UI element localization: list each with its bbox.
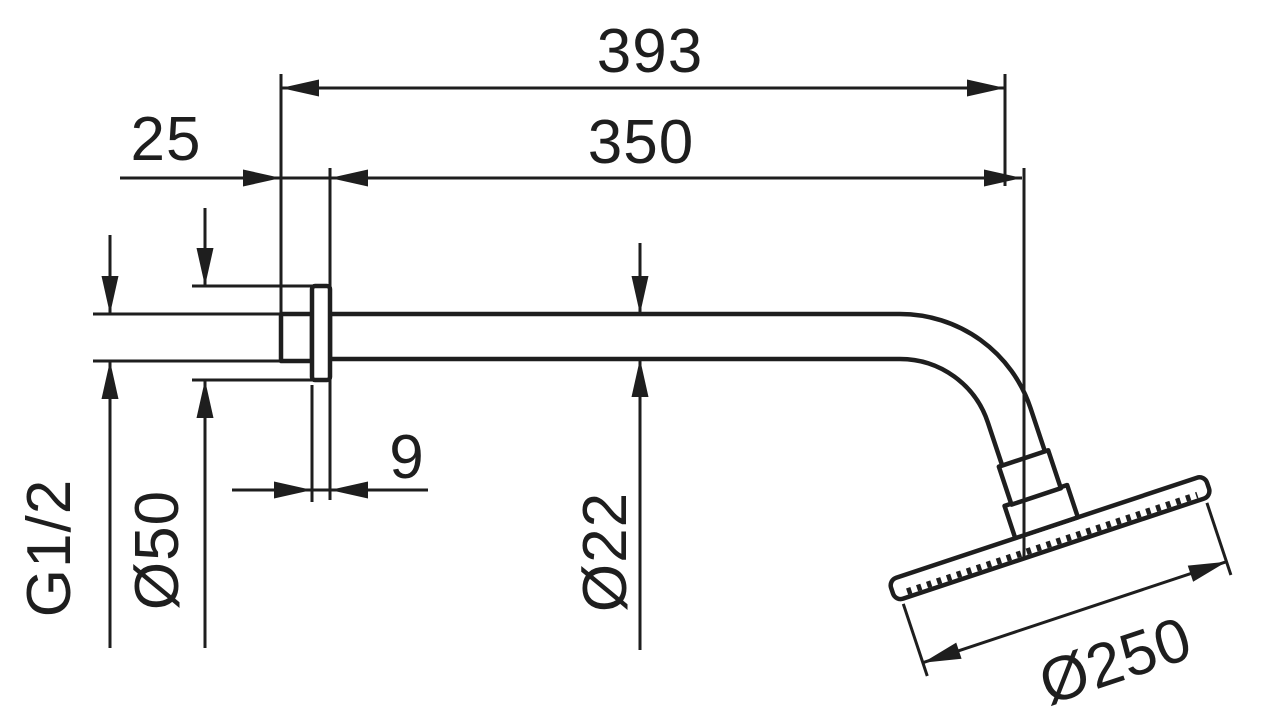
arrowhead-393-left — [281, 79, 319, 97]
dim-label-arm-length: 350 — [588, 108, 694, 177]
dim-label-overall-length: 393 — [597, 17, 703, 86]
dim-label-wall-offset: 25 — [131, 105, 202, 174]
spray-nozzle-texture — [906, 491, 1199, 595]
arrowhead-d250-left — [922, 642, 962, 663]
arrowhead-393-right — [967, 79, 1005, 97]
dim-line-head-diameter — [922, 560, 1227, 665]
dim-label-arm-diameter: Ø22 — [571, 492, 640, 612]
arrowhead-g12-bottom — [101, 361, 119, 399]
arrowhead-25-left — [243, 169, 281, 187]
dim-label-thread-size: G1/2 — [15, 479, 84, 617]
arrowhead-d22-bottom — [631, 359, 649, 397]
arrowhead-9-right — [330, 481, 368, 499]
arrowhead-350-left — [330, 169, 368, 187]
arrowhead-d22-top — [631, 276, 649, 314]
wall-connector-stub — [278, 311, 315, 364]
arrowhead-d50-top — [196, 248, 214, 286]
shower-arm-tube — [327, 311, 1051, 477]
dim-label-flange-diameter: Ø50 — [123, 490, 192, 610]
arrowhead-9-left — [274, 481, 312, 499]
wall-flange — [309, 283, 333, 383]
arrowhead-g12-top — [101, 276, 119, 314]
ext-line-head-left — [901, 603, 929, 677]
dim-label-flange-thickness: 9 — [389, 423, 424, 492]
arrowhead-d250-right — [1187, 561, 1227, 582]
dim-label-head-diameter: Ø250 — [1031, 604, 1200, 719]
arrowhead-d50-bottom — [196, 380, 214, 418]
dimension-annotations: Ø250 393 350 25 9 G1/2 Ø50 Ø22 — [15, 17, 1233, 719]
arrowhead-350-right — [984, 169, 1022, 187]
